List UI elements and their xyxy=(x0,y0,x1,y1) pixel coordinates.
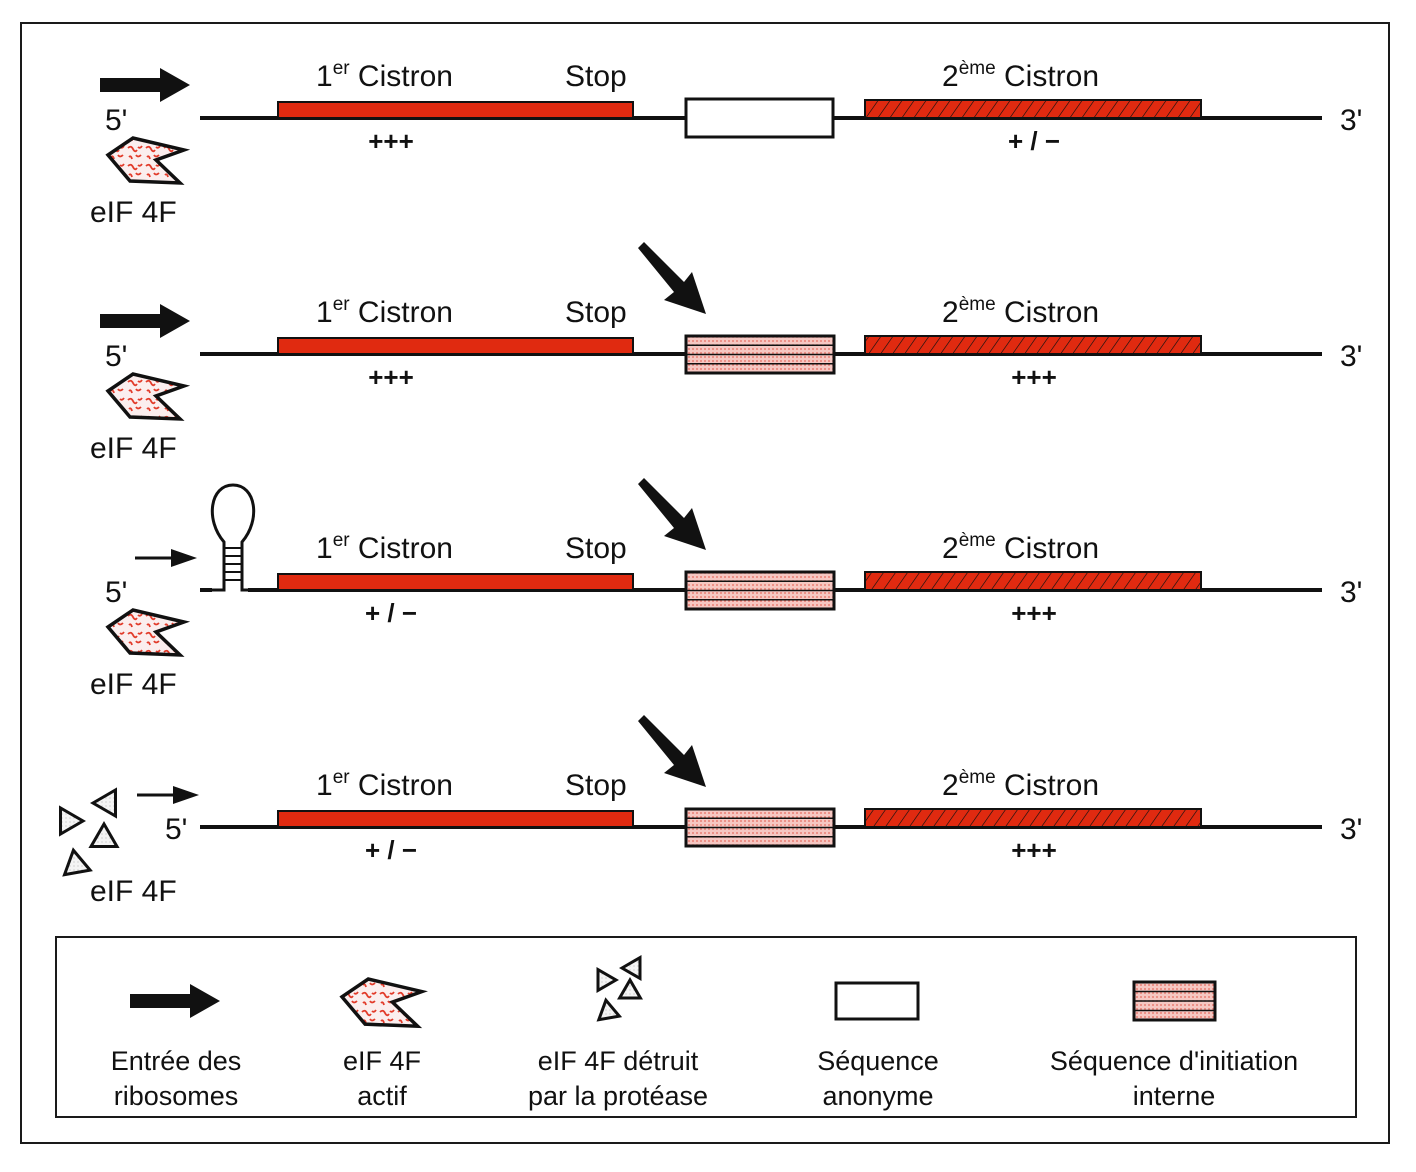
eif4f-fragment-icon xyxy=(59,805,87,837)
mrna-row-2: 1er Cistron Stop 2ème Cistron +++ +++ 3' 5' eIF… xyxy=(90,242,1362,465)
anonymous-sequence xyxy=(684,97,835,139)
eif4f-active-icon xyxy=(105,136,191,185)
ribosome-entry-arrow-icon xyxy=(171,549,197,567)
five-prime-label: 5' xyxy=(165,813,187,846)
ribosome-entry-arrow-icon xyxy=(100,68,190,102)
cistron-1-translation-level: +++ xyxy=(368,126,414,156)
internal-entry-arrow-icon xyxy=(638,715,706,787)
eif4f-fragment-icon xyxy=(619,955,642,981)
legend-item-eif4f-destroyed: eIF 4F détruit par la protéase xyxy=(528,955,708,1111)
stop-label: Stop xyxy=(565,296,627,329)
eif4f-fragment-icon xyxy=(617,977,643,1000)
cistron-2-translation-level: + / − xyxy=(1008,126,1060,156)
eif4f-fragment-icon xyxy=(596,997,623,1022)
cistron-1-translation-level: +++ xyxy=(368,362,414,392)
cistron-2-bar xyxy=(864,335,1202,355)
legend-label-line1: Séquence xyxy=(817,1046,939,1076)
cistron-1-translation-level: + / − xyxy=(365,835,417,865)
cistron-1-label: 1er Cistron xyxy=(316,767,453,802)
mrna-row-1: 1er Cistron Stop 2ème Cistron +++ + / − 3' 5' e… xyxy=(90,58,1362,229)
cistron-2-label: 2ème Cistron xyxy=(942,530,1099,565)
cistron-1-bar xyxy=(277,101,634,119)
three-prime-label: 3' xyxy=(1340,340,1362,373)
five-prime-label: 5' xyxy=(105,576,127,609)
legend-label-line2: par la protéase xyxy=(528,1081,708,1111)
ribosome-entry-arrow-icon xyxy=(100,304,190,338)
eif4f-label: eIF 4F xyxy=(90,196,177,229)
cistron-2-bar xyxy=(864,99,1202,119)
eif4f-fragment-icon xyxy=(62,847,93,877)
internal-entry-arrow-icon xyxy=(638,478,706,550)
eif4f-active-icon xyxy=(339,977,428,1029)
legend-item-eif4f-active: eIF 4F actif xyxy=(339,977,428,1111)
anonymous-sequence-icon xyxy=(834,981,920,1021)
eif4f-label: eIF 4F xyxy=(90,875,177,908)
mrna-row-4: 1er Cistron Stop 2ème Cistron + / − +++ 3' 5' e… xyxy=(59,715,1362,908)
eif4f-active-icon xyxy=(105,372,191,421)
legend-label-line2: ribosomes xyxy=(114,1081,239,1111)
five-prime-label: 5' xyxy=(105,340,127,373)
cistron-2-bar xyxy=(864,808,1202,828)
ribosome-entry-arrow-icon xyxy=(130,984,220,1018)
cistron-2-label: 2ème Cistron xyxy=(942,294,1099,329)
five-prime-label: 5' xyxy=(105,104,127,137)
cistron-2-translation-level: +++ xyxy=(1011,835,1057,865)
legend-label-line1: eIF 4F détruit xyxy=(538,1046,699,1076)
legend-box xyxy=(55,936,1357,1118)
internal-entry-arrow-icon xyxy=(638,242,706,314)
cistron-2-label: 2ème Cistron xyxy=(942,58,1099,93)
stop-label: Stop xyxy=(565,769,627,802)
eif4f-fragment-icon xyxy=(596,967,619,993)
eif4f-active-icon xyxy=(105,608,191,657)
legend-label-line2: interne xyxy=(1133,1081,1216,1111)
legend-item-internal-initiation-sequence: Séquence d'initiation interne xyxy=(1050,980,1298,1111)
three-prime-label: 3' xyxy=(1340,576,1362,609)
eif4f-label: eIF 4F xyxy=(90,432,177,465)
cistron-1-label: 1er Cistron xyxy=(316,294,453,329)
cistron-1-bar xyxy=(277,337,634,355)
three-prime-label: 3' xyxy=(1340,813,1362,846)
cistron-1-label: 1er Cistron xyxy=(316,58,453,93)
eif4f-label: eIF 4F xyxy=(90,668,177,701)
cistron-2-label: 2ème Cistron xyxy=(942,767,1099,802)
eif4f-fragment-icon xyxy=(88,820,120,848)
cistron-2-translation-level: +++ xyxy=(1011,598,1057,628)
legend-item-anonymous-sequence: Séquence anonyme xyxy=(817,981,939,1111)
cistron-2-bar xyxy=(864,571,1202,591)
legend-label-line1: eIF 4F xyxy=(343,1046,421,1076)
mrna-row-3: 1er Cistron Stop 2ème Cistron + / − +++ 3' 5' e… xyxy=(90,478,1362,701)
ribosome-entry-arrow-icon xyxy=(173,786,199,804)
figure-frame xyxy=(20,22,1390,1144)
eif4f-fragment-icon xyxy=(89,787,117,819)
cistron-2-translation-level: +++ xyxy=(1011,362,1057,392)
legend-label-line1: Séquence d'initiation xyxy=(1050,1046,1298,1076)
legend-item-ribosome-entry-arrow: Entrée des ribosomes xyxy=(111,984,242,1111)
legend-label-line2: actif xyxy=(357,1081,407,1111)
stop-label: Stop xyxy=(565,60,627,93)
cistron-1-label: 1er Cistron xyxy=(316,530,453,565)
stop-label: Stop xyxy=(565,532,627,565)
cistron-1-bar xyxy=(277,810,634,828)
three-prime-label: 3' xyxy=(1340,104,1362,137)
legend-label-line1: Entrée des xyxy=(111,1046,242,1076)
cistron-1-translation-level: + / − xyxy=(365,598,417,628)
legend-label-line2: anonyme xyxy=(822,1081,933,1111)
cistron-1-bar xyxy=(277,573,634,591)
hairpin-structure xyxy=(200,483,260,592)
